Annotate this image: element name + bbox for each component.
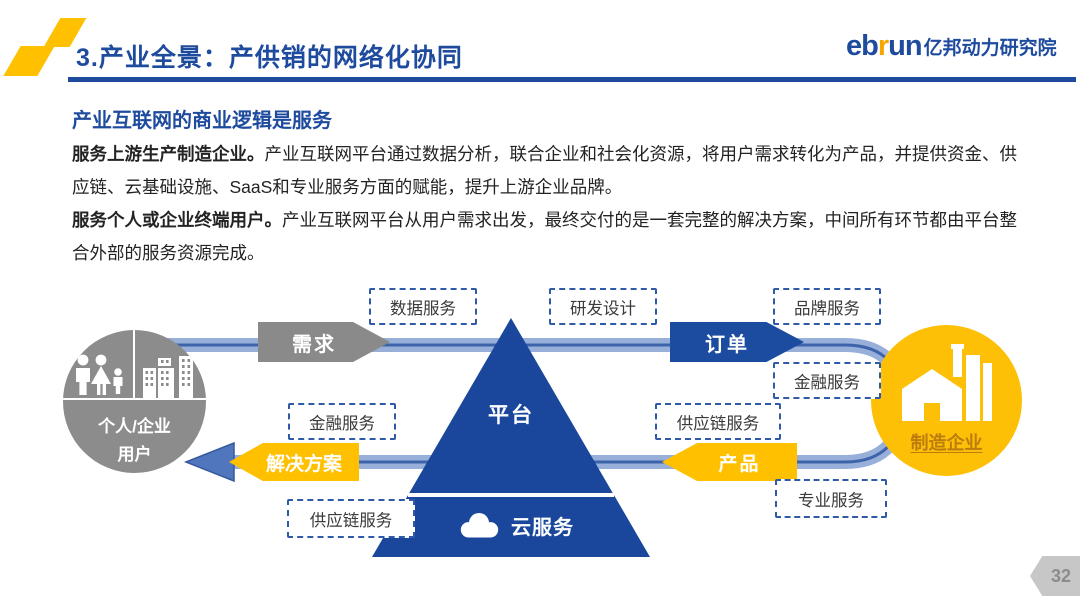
user-node-label: 个人/企业 [98,417,171,436]
paragraph-lead: 服务上游生产制造企业。 [72,144,265,164]
service-box-finance-right: 金融服务 [773,362,881,399]
cloud-service-label: 云服务 [430,507,600,543]
paragraph-lead: 服务个人或企业终端用户。 [72,210,282,230]
title-underline [68,77,1076,82]
brand-logo-latin: ebrun [846,30,923,62]
manufacturer-node: 制造企业 [871,325,1022,476]
buildings-icon [143,356,193,398]
service-box-rd-design: 研发设计 [549,288,657,325]
brand-logo-org: 亿邦动力研究院 [923,38,1057,59]
service-box-supply-right: 供应链服务 [655,403,781,440]
service-box-brand: 品牌服务 [773,288,881,325]
platform-label: 平台 [488,404,534,427]
platform-triangle [372,318,650,557]
brand-logo: ebrun 亿邦动力研究院 [846,32,1057,61]
divider [63,398,206,400]
paragraph-upstream: 服务上游生产制造企业。产业互联网平台通过数据分析，联合企业和社会化资源，将用户需… [72,144,1017,197]
cloud-icon [460,513,499,538]
user-node-label: 用户 [117,445,152,464]
page-title: 3.产业全景：产供销的网络化协同 [76,44,463,72]
brand-logo-r: r [877,30,889,62]
service-box-finance-left: 金融服务 [288,403,396,440]
paragraph-end-user: 服务个人或企业终端用户。产业互联网平台从用户需求出发，最终交付的是一套完整的解决… [72,210,1017,263]
page-number-badge: 32 [1030,556,1080,596]
divider [133,330,135,399]
people-icon [76,354,123,395]
service-box-supply-left: 供应链服务 [287,499,415,538]
user-node: 个人/企业 用户 [63,330,206,473]
body-text: 服务上游生产制造企业。产业互联网平台通过数据分析，联合企业和社会化资源，将用户需… [72,138,1030,270]
section-subtitle: 产业互联网的商业逻辑是服务 [72,110,332,132]
manufacturer-label: 制造企业 [910,433,983,453]
service-box-data: 数据服务 [369,288,477,325]
factory-icon [902,344,992,421]
service-box-professional: 专业服务 [775,479,887,518]
